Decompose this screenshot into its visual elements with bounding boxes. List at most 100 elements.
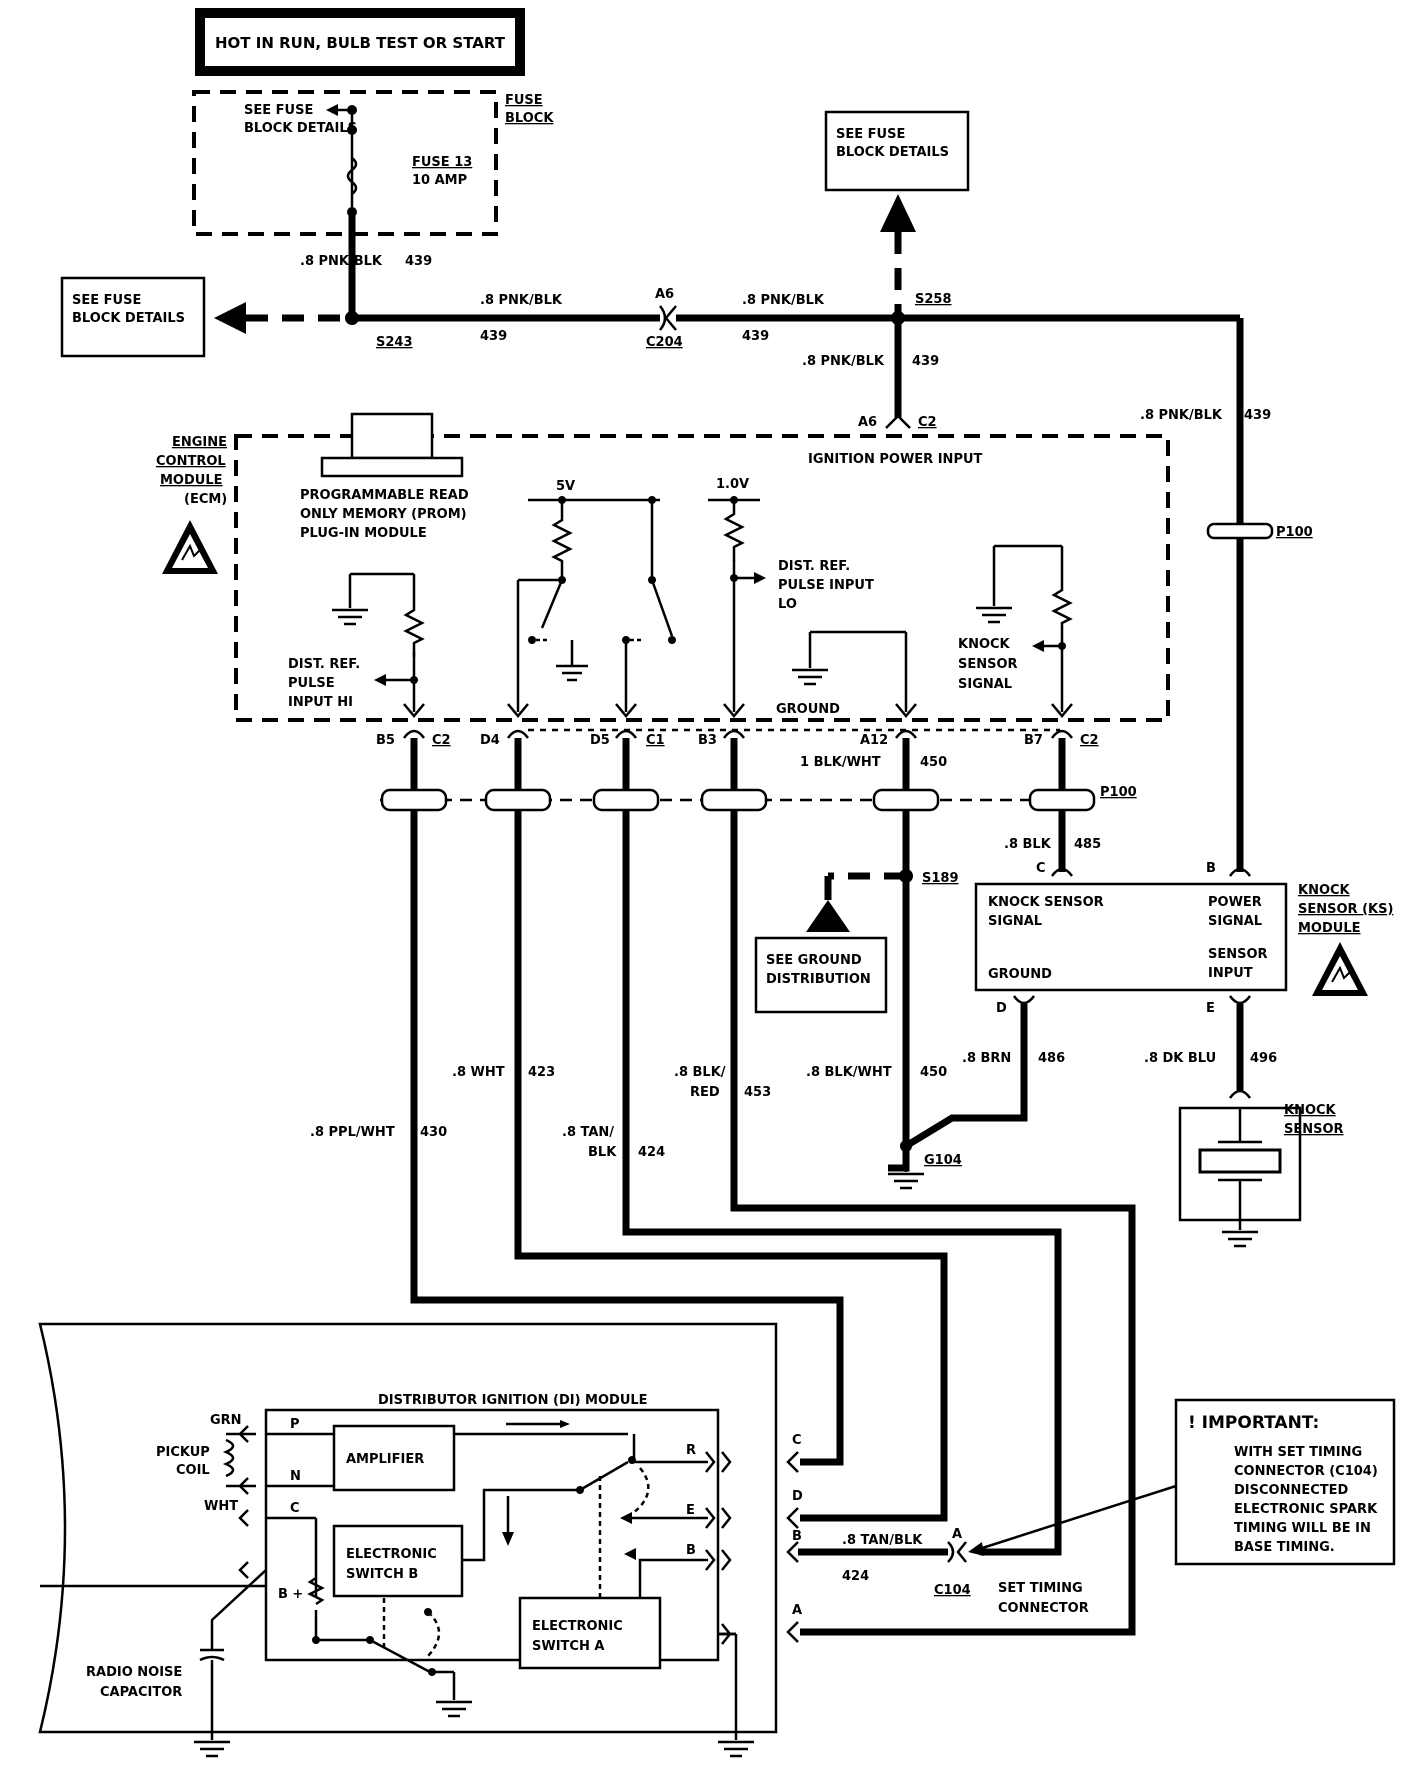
dist-ref-hi-1: DIST. REF. bbox=[288, 657, 360, 672]
fuse-see-details-2: BLOCK DETAILS bbox=[244, 121, 357, 136]
di-pin-r: R bbox=[686, 1443, 696, 1458]
ks-knock-signal-2: SIGNAL bbox=[988, 914, 1042, 929]
switch-b-box bbox=[332, 1524, 464, 1598]
wire-brn: .8 BRN bbox=[962, 1051, 1011, 1066]
pickup-2: COIL bbox=[176, 1463, 210, 1478]
see-fuse-left-box bbox=[60, 276, 206, 358]
fuse-block-label-2: BLOCK bbox=[505, 111, 554, 126]
dist-ref-lo-3: LO bbox=[778, 597, 797, 612]
arrow-left-icon bbox=[326, 104, 338, 116]
ks-pin-d: D bbox=[996, 1001, 1007, 1016]
wire-blk-red-a: .8 BLK/ bbox=[674, 1065, 726, 1080]
ecm-in-wire: .8 PNK/BLK bbox=[802, 354, 885, 369]
wire-496: 496 bbox=[1250, 1051, 1277, 1066]
important-title: ! IMPORTANT: bbox=[1188, 1413, 1319, 1433]
pointer-arrow-icon bbox=[968, 1542, 984, 1556]
v5-label: 5V bbox=[556, 479, 575, 494]
dist-ref-lo-2: PULSE INPUT bbox=[778, 578, 874, 593]
switch-b-1: ELECTRONIC bbox=[346, 1547, 437, 1562]
wire2-439: 439 bbox=[742, 329, 769, 344]
arrow-left-big-icon bbox=[214, 302, 246, 334]
wire2-label: .8 PNK/BLK bbox=[742, 293, 825, 308]
dist-ref-hi-3: INPUT HI bbox=[288, 695, 353, 710]
wire-423: 423 bbox=[528, 1065, 555, 1080]
important-3: DISCONNECTED bbox=[1234, 1483, 1349, 1498]
ecm-a6: A6 bbox=[858, 415, 877, 430]
pin-d4: D4 bbox=[480, 733, 500, 748]
c204-label: C204 bbox=[646, 335, 683, 350]
fuse-see-details-1: SEE FUSE bbox=[244, 103, 313, 118]
ks-pin-b: B bbox=[1206, 861, 1216, 876]
switch-a-2: SWITCH A bbox=[532, 1639, 604, 1654]
wire-430: 430 bbox=[420, 1125, 447, 1140]
ks-pin-c: C bbox=[1036, 861, 1046, 876]
di-pin-p: P bbox=[290, 1417, 300, 1432]
wire-blk-red-b: RED bbox=[690, 1085, 720, 1100]
di-pin-b-plus: B + bbox=[278, 1587, 303, 1602]
out-pin-b: B bbox=[792, 1529, 802, 1544]
ecm-box bbox=[234, 434, 1170, 722]
header-text: HOT IN RUN, BULB TEST OR START bbox=[215, 34, 506, 52]
wire-424: 424 bbox=[638, 1145, 665, 1160]
circuit-439: 439 bbox=[405, 254, 432, 269]
right-wire-label: .8 PNK/BLK bbox=[1140, 408, 1223, 423]
di-module-label: DISTRIBUTOR IGNITION (DI) MODULE bbox=[378, 1393, 648, 1408]
timing-wire-424: 424 bbox=[842, 1569, 869, 1584]
ecm-ground: GROUND bbox=[776, 702, 840, 717]
s258-label: S258 bbox=[915, 292, 952, 307]
knock-signal-1: KNOCK bbox=[958, 637, 1011, 652]
di-pin-c: C bbox=[290, 1501, 300, 1516]
dist-ref-hi-2: PULSE bbox=[288, 676, 335, 691]
wire-dk-blu: .8 DK BLU bbox=[1144, 1051, 1216, 1066]
ks-sensor-input-2: INPUT bbox=[1208, 966, 1253, 981]
wire-wht: .8 WHT bbox=[452, 1065, 505, 1080]
ecm-label-2: CONTROL bbox=[156, 454, 226, 469]
ground-dist-arrow-icon bbox=[806, 900, 850, 932]
see-ground-1: SEE GROUND bbox=[766, 953, 862, 968]
fuse-name: FUSE 13 bbox=[412, 155, 472, 170]
knock-sensor-1: KNOCK bbox=[1284, 1103, 1337, 1118]
wire-453: 453 bbox=[744, 1085, 771, 1100]
wire-450: 450 bbox=[920, 1065, 947, 1080]
switch-a-box bbox=[518, 1596, 662, 1670]
important-4: ELECTRONIC SPARK bbox=[1234, 1502, 1378, 1517]
ks-label-2: SENSOR (KS) bbox=[1298, 902, 1393, 917]
right-wire-439: 439 bbox=[1244, 408, 1271, 423]
ecm-c2: C2 bbox=[918, 415, 937, 430]
main-wire-label: .8 PNK/BLK bbox=[480, 293, 563, 308]
important-1: WITH SET TIMING bbox=[1234, 1445, 1362, 1460]
arrow-up-icon bbox=[880, 194, 916, 232]
out-pin-d: D bbox=[792, 1489, 803, 1504]
important-6: BASE TIMING. bbox=[1234, 1540, 1335, 1555]
s243-label: S243 bbox=[376, 335, 413, 350]
wire-486: 486 bbox=[1038, 1051, 1065, 1066]
pin-b3: B3 bbox=[698, 733, 717, 748]
radio-2: CAPACITOR bbox=[100, 1685, 182, 1700]
set-timing-2: CONNECTOR bbox=[998, 1601, 1089, 1616]
switch-b-2: SWITCH B bbox=[346, 1567, 418, 1582]
pin-b7-c2: C2 bbox=[1080, 733, 1099, 748]
ks-label-3: MODULE bbox=[1298, 921, 1361, 936]
ignition-power-input: IGNITION POWER INPUT bbox=[808, 452, 983, 467]
v1-label: 1.0V bbox=[716, 477, 749, 492]
important-5: TIMING WILL BE IN bbox=[1234, 1521, 1371, 1536]
see-fuse-left-1: SEE FUSE bbox=[72, 293, 141, 308]
knock-signal-2: SENSOR bbox=[958, 657, 1018, 672]
ecm-label-1: ENGINE bbox=[172, 435, 227, 450]
ecm-in-439: 439 bbox=[912, 354, 939, 369]
conn-a: A bbox=[952, 1527, 962, 1542]
see-fuse-tr-1: SEE FUSE bbox=[836, 127, 905, 142]
dist-ref-lo-1: DIST. REF. bbox=[778, 559, 850, 574]
p100-connectors bbox=[380, 788, 1096, 812]
wire-1-blk-wht: 1 BLK/WHT bbox=[800, 755, 881, 770]
wire-blk-wht: .8 BLK/WHT bbox=[806, 1065, 892, 1080]
pin-b7: B7 bbox=[1024, 733, 1043, 748]
s189-label: S189 bbox=[922, 871, 959, 886]
see-ground-2: DISTRIBUTION bbox=[766, 972, 871, 987]
wire-ppl-wht: .8 PPL/WHT bbox=[310, 1125, 395, 1140]
main-wire-439: 439 bbox=[480, 329, 507, 344]
fuse-icon bbox=[346, 157, 358, 195]
switch-a-1: ELECTRONIC bbox=[532, 1619, 623, 1634]
important-2: CONNECTOR (C104) bbox=[1234, 1464, 1378, 1479]
